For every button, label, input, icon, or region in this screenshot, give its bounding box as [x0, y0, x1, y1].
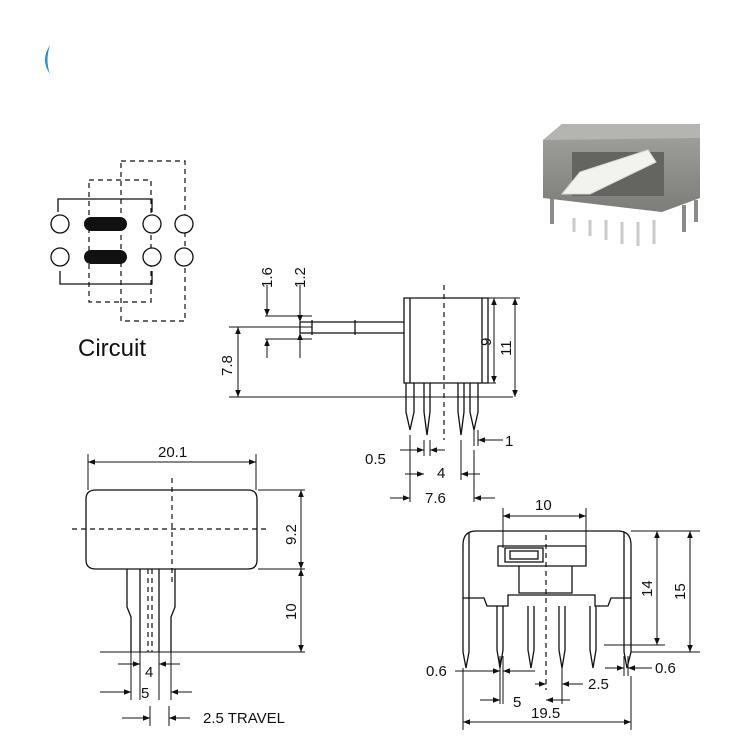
front-view: 10 14 15 0.6 0.6 5 2.5 19.5 — [426, 497, 700, 730]
circuit-schematic: Circuit — [50, 160, 194, 362]
dim-2-5: 2.5 — [588, 676, 609, 693]
side-view: 1.6 1.2 7.8 9 11 0.5 1 4 7.6 — [219, 267, 520, 507]
dim-5-top: 5 — [141, 685, 149, 702]
dim-5-front: 5 — [513, 694, 521, 711]
dim-0-6-right: 0.6 — [655, 660, 676, 677]
dim-4-top: 4 — [145, 664, 153, 681]
dim-4: 4 — [437, 465, 445, 482]
dim-1: 1 — [505, 433, 513, 450]
dim-7-8: 7.8 — [219, 355, 236, 376]
top-view: 20.1 9.2 10 4 5 2.5 TRAVEL — [72, 444, 305, 727]
dim-10-front: 10 — [535, 497, 552, 514]
dim-0-6-left: 0.6 — [426, 663, 447, 680]
terminal-circles — [50, 214, 194, 267]
contact-bar-bottom — [84, 250, 127, 264]
dim-1-2: 1.2 — [292, 267, 309, 288]
contact-bar-top — [84, 217, 127, 231]
dim-15: 15 — [672, 583, 689, 600]
dim-10: 10 — [283, 603, 300, 620]
dim-11: 11 — [498, 340, 515, 356]
dim-7-6: 7.6 — [425, 490, 446, 507]
dim-0-5: 0.5 — [365, 451, 386, 468]
dim-14: 14 — [639, 580, 656, 597]
dim-1-6: 1.6 — [259, 267, 276, 288]
dim-9-2: 9.2 — [283, 524, 300, 545]
dim-20-1: 20.1 — [158, 444, 187, 461]
circuit-label: Circuit — [78, 335, 146, 362]
dim-travel: 2.5 TRAVEL — [203, 710, 285, 727]
dim-19-5: 19.5 — [531, 705, 560, 722]
product-photo — [543, 124, 700, 246]
logo-icon — [45, 45, 50, 74]
dim-9: 9 — [478, 338, 495, 346]
